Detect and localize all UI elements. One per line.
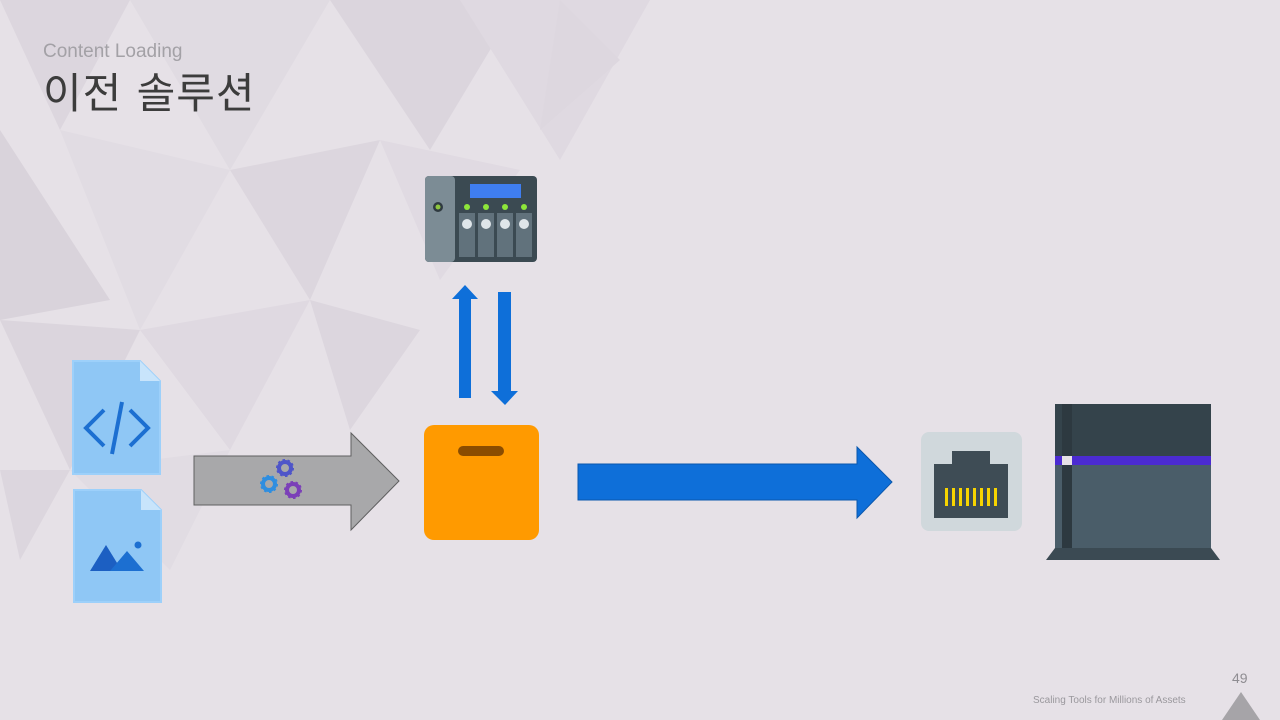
image-file-icon [73,489,162,603]
page-number: 49 [1232,670,1248,686]
code-file-icon [72,360,161,475]
process-arrow [193,431,400,532]
slide-title: 이전 솔루션 [43,69,256,118]
ethernet-port-icon [921,432,1022,531]
game-console-icon [1046,404,1220,560]
download-arrow [491,292,518,405]
package-icon [424,425,539,540]
deploy-arrow [577,445,893,520]
corner-triangle-icon [1222,692,1260,720]
gears-icon [260,459,302,499]
footer-text: Scaling Tools for Millions of Assets [1033,695,1186,706]
upload-arrow [452,285,478,398]
slide-subtitle: Content Loading [43,41,183,62]
nas-storage-icon [425,176,537,262]
